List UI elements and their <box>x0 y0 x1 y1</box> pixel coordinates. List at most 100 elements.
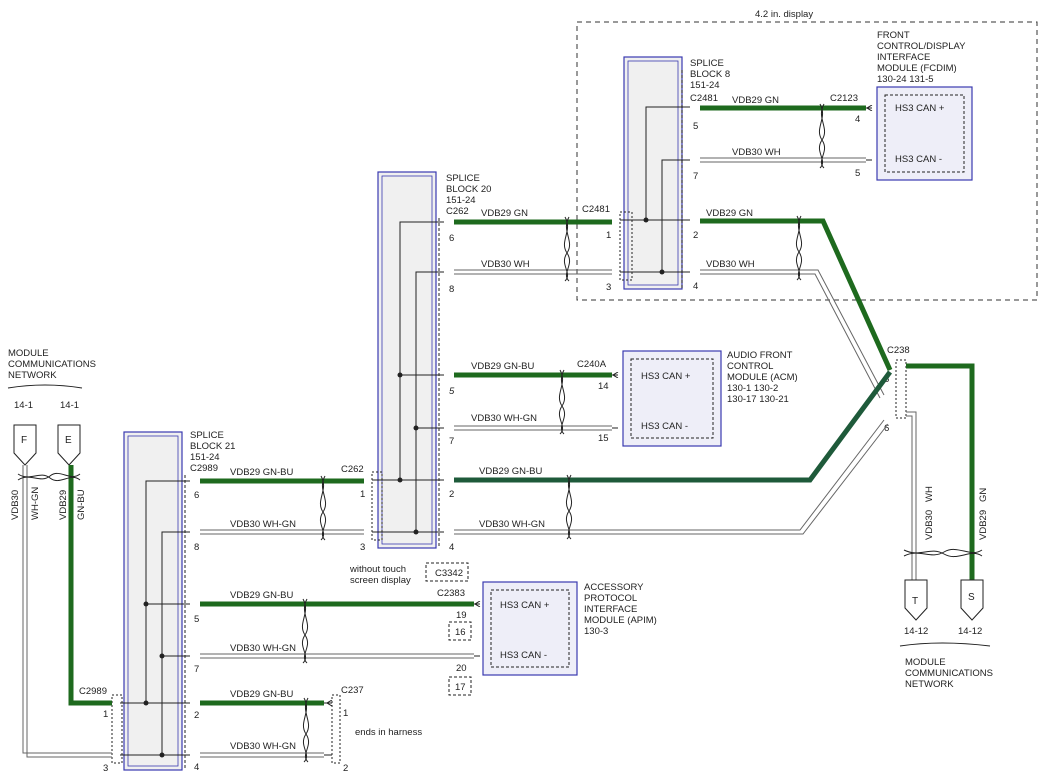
sb21-pin-5: 5 <box>194 614 199 625</box>
splice-block-20: SPLICE BLOCK 20 151-24 C262 6 8 5 7 2 4 <box>372 171 491 553</box>
display-region: 4.2 in. display <box>576 9 1038 301</box>
wire-right-gn-color: GN <box>978 488 989 502</box>
fcdim-pin-can-high: HS3 CAN + <box>895 103 945 114</box>
network-right-ref-1: 14-12 <box>904 626 928 637</box>
sb21-pin-2: 2 <box>194 710 199 721</box>
acm-connector: C240A <box>577 359 607 370</box>
sb21-title-1: SPLICE <box>190 430 224 441</box>
c262-pin-3: 3 <box>360 542 365 553</box>
sb8-pin-4: 4 <box>693 281 698 292</box>
acm-pin-can-high: HS3 CAN + <box>641 371 691 382</box>
wires-sb20-c2481: VDB29 GN VDB30 WH <box>454 208 612 282</box>
c238-connector: C238 5 6 <box>884 345 910 434</box>
apim-pin-can-high: HS3 CAN + <box>500 600 550 611</box>
sb20-connector: C262 <box>446 206 469 217</box>
apim-module: HS3 CAN + HS3 CAN - ACCESSORY PROTOCOL I… <box>349 562 657 696</box>
wire-left-whgn-code: VDB30 <box>10 490 21 520</box>
c2989-pin-3: 3 <box>103 763 108 774</box>
fcdim-pin-4: 4 <box>855 114 860 125</box>
apim-alt-pin-16: 16 <box>455 627 466 638</box>
sb21-title-2: BLOCK 21 <box>190 441 235 452</box>
sb8-connector: C2481 <box>690 93 718 104</box>
wire-right-gn-code: VDB29 <box>978 510 989 540</box>
sb8-title-1: SPLICE <box>690 58 724 69</box>
network-right-label-3: NETWORK <box>905 679 954 690</box>
network-left-ref-1: 14-1 <box>14 400 33 411</box>
splice-block-8: SPLICE BLOCK 8 151-24 C2481 5 7 2 4 <box>620 56 730 292</box>
wire-sb8-wh: VDB30 WH <box>732 147 781 158</box>
wires-sb20-acm: VDB29 GN-BU VDB30 WH-GN <box>454 361 618 435</box>
network-left-letter-e: E <box>65 435 72 446</box>
sb20-pin-4: 4 <box>449 542 454 553</box>
wire-sb8-wh-2: VDB30 WH <box>706 259 755 270</box>
acm-pin-can-low: HS3 CAN - <box>641 421 688 432</box>
wire-right-wh-color: WH <box>924 486 935 502</box>
acm-pin-14: 14 <box>598 381 609 392</box>
wire-right-wh-code: VDB30 <box>924 510 935 540</box>
sb8-title-2: BLOCK 8 <box>690 69 730 80</box>
wires-c238-network: VDB30 WH VDB29 GN <box>903 363 989 580</box>
wire-sb20-wh: VDB30 WH <box>481 259 530 270</box>
network-left-label-1: MODULE <box>8 348 49 359</box>
wire-c237-gnbu: VDB29 GN-BU <box>230 689 293 700</box>
sb21-pin-8: 8 <box>194 542 199 553</box>
apim-connector: C2383 <box>437 588 465 599</box>
wires-sb21-apim: VDB29 GN-BU VDB30 WH-GN <box>200 590 480 664</box>
wires-sb20-c238: VDB29 GN-BU VDB30 WH-GN <box>454 370 893 540</box>
network-left-label-3: NETWORK <box>8 370 57 381</box>
apim-pin-20: 20 <box>456 663 467 674</box>
sb21-pin-4: 4 <box>194 762 199 773</box>
wire-c237-whgn: VDB30 WH-GN <box>230 741 296 752</box>
wire-sb8-gn-2: VDB29 GN <box>706 208 753 219</box>
sb21-connector: C2989 <box>190 463 218 474</box>
sb20-pin-2: 2 <box>449 489 454 500</box>
sb20-pin-6: 6 <box>449 233 454 244</box>
apim-name-4: MODULE (APIM) <box>584 615 657 626</box>
c2989-pin-1: 1 <box>103 709 108 720</box>
apim-pin-can-low: HS3 CAN - <box>500 650 547 661</box>
wire-sb8-gn: VDB29 GN <box>732 95 779 106</box>
apim-alt-note-2: screen display <box>350 575 411 586</box>
c2481-label: C2481 <box>582 204 610 215</box>
sb21-pin-7: 7 <box>194 664 199 675</box>
splice-block-21: SPLICE BLOCK 21 151-24 C2989 6 8 5 7 2 4 <box>120 430 235 773</box>
c238-label: C238 <box>887 345 910 356</box>
wires-sb8-c238: VDB29 GN VDB30 WH <box>700 208 893 399</box>
wire-sb20-gnbu: VDB29 GN-BU <box>479 466 542 477</box>
apim-name-1: ACCESSORY <box>584 582 644 593</box>
sb20-code: 151-24 <box>446 195 476 206</box>
fcdim-name-3: INTERFACE <box>877 52 930 63</box>
fcdim-connector: C2123 <box>830 93 858 104</box>
c2989-label: C2989 <box>79 686 107 697</box>
wire-acm-whgn: VDB30 WH-GN <box>471 413 537 424</box>
sb8-pin-2: 2 <box>693 230 698 241</box>
network-right-label-1: MODULE <box>905 657 946 668</box>
wire-sb21-gnbu: VDB29 GN-BU <box>230 467 293 478</box>
apim-alt-connector: C3342 <box>435 568 463 579</box>
apim-codes: 130-3 <box>584 626 608 637</box>
acm-name-1: AUDIO FRONT <box>727 350 793 361</box>
fcdim-name-2: CONTROL/DISPLAY <box>877 41 966 52</box>
sb8-code: 151-24 <box>690 80 720 91</box>
sb20-pin-8: 8 <box>449 284 454 295</box>
network-left-ref-2: 14-1 <box>60 400 79 411</box>
fcdim-name-4: MODULE (FCDIM) <box>877 63 957 74</box>
fcdim-name-1: FRONT <box>877 30 910 41</box>
wire-apim-gnbu: VDB29 GN-BU <box>230 590 293 601</box>
network-left-letter-f: F <box>21 435 27 446</box>
fcdim-codes: 130-24 131-5 <box>877 74 934 85</box>
wire-left-gnbu-code: VDB29 <box>58 490 69 520</box>
wire-sb20-gn: VDB29 GN <box>481 208 528 219</box>
c262-connector: C262 1 3 <box>341 464 383 553</box>
apim-alt-note-1: without touch <box>349 564 406 575</box>
c237-pin-2: 2 <box>343 763 348 774</box>
acm-module: HS3 CAN + HS3 CAN - AUDIO FRONT CONTROL … <box>577 350 798 447</box>
acm-codes-1: 130-1 130-2 <box>727 383 778 394</box>
c238-pin-6: 6 <box>884 423 889 434</box>
sb8-pin-7: 7 <box>693 171 698 182</box>
network-right-letter-s: S <box>968 592 975 603</box>
apim-pin-19: 19 <box>456 610 467 621</box>
c2481-pin-1: 1 <box>606 230 611 241</box>
display-note: 4.2 in. display <box>755 9 813 20</box>
